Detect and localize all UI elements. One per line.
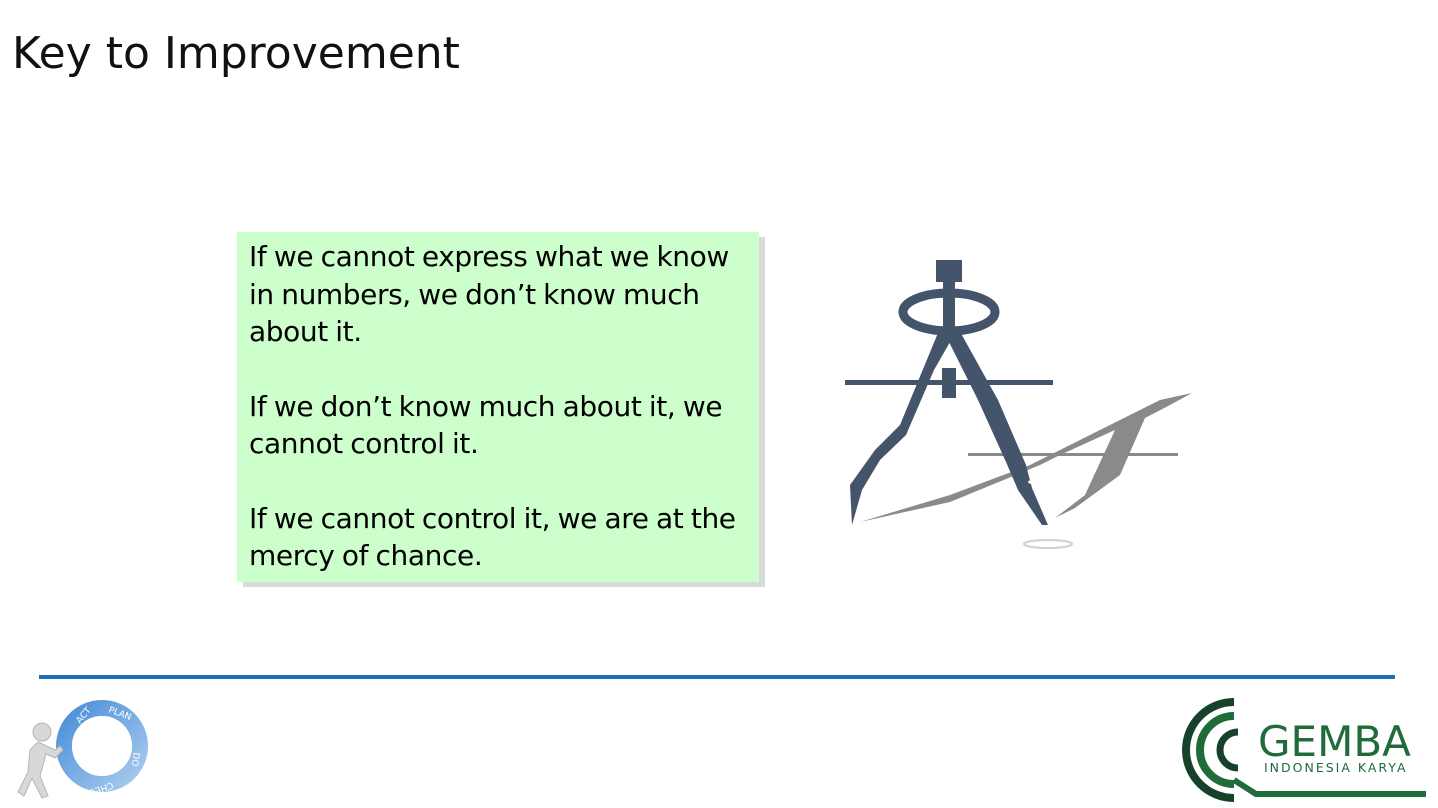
pdca-label-do: DO xyxy=(129,751,141,767)
quote-paragraph-2: If we don’t know much about it, we canno… xyxy=(249,389,723,461)
quote-paragraph-1: If we cannot express what we know in num… xyxy=(249,240,729,348)
slide-title: Key to Improvement xyxy=(12,28,460,79)
gemba-logo-tagline: INDONESIA KARYA xyxy=(1264,760,1408,775)
compass-body xyxy=(845,260,1053,525)
compass-shadow xyxy=(850,393,1192,549)
quote-box: If we cannot express what we know in num… xyxy=(237,232,759,582)
quote-paragraph-3: If we cannot control it, we are at the m… xyxy=(249,501,736,573)
gemba-logo: GEMBA INDONESIA KARYA xyxy=(1182,698,1426,802)
pushing-figure-icon xyxy=(17,722,64,799)
compass-illustration xyxy=(845,260,1192,549)
gemba-logo-name: GEMBA xyxy=(1258,717,1411,766)
pdca-ring xyxy=(56,700,148,792)
pdca-cycle-logo: ACT PLAN DO CHECK xyxy=(17,700,148,800)
footer-divider xyxy=(39,675,1395,679)
